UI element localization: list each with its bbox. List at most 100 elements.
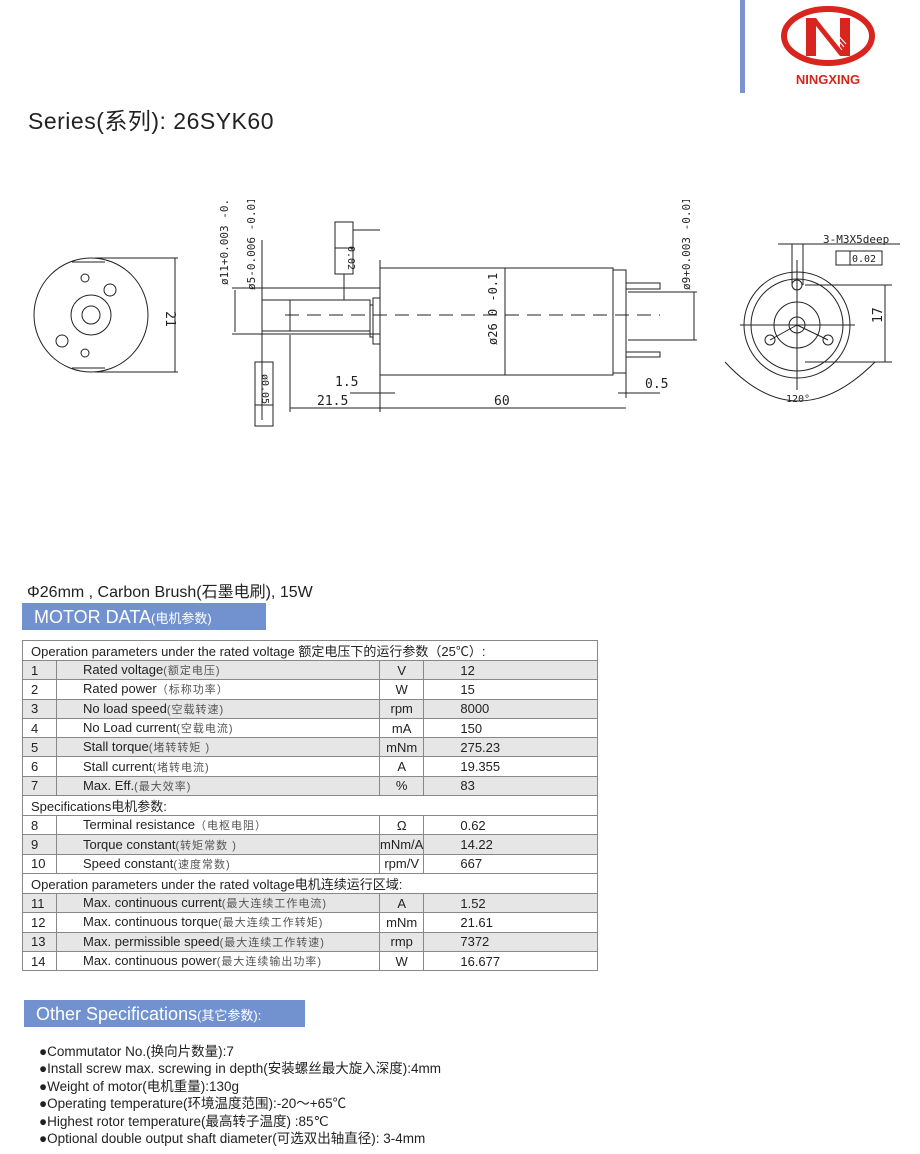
parameter-name-en: Speed constant [83,855,174,871]
parameter-name-cn: (堵转电流) [152,761,210,774]
section-header-text: Operation parameters under the rated vol… [22,640,598,661]
parameter-name: Max. continuous current(最大连续工作电流) [56,892,380,914]
front-view: 21 [33,257,178,373]
spec-item-text: Commutator No.(换向片数量):7 [47,1044,234,1059]
motor-subtitle: Φ26mm , Carbon Brush(石墨电刷), 15W [27,584,313,601]
parameter-name-cn: (最大连续工作转矩) [218,917,324,930]
table-row: 4 No Load current(空载电流) mA 150 [22,717,598,739]
parameter-unit: rpm [378,698,425,719]
parameter-value: 12 [423,659,598,681]
parameter-value: 83 [423,775,598,797]
parameter-value: 21.61 [423,912,598,933]
row-number: 8 [22,815,57,836]
parameter-name-en: Terminal resistance [83,817,195,833]
spec-item: ●Highest rotor temperature(最高转子温度) :85℃ [39,1113,441,1130]
svg-text:17: 17 [871,307,886,323]
parameter-name-en: Max. continuous current [83,895,222,911]
parameter-name-en: Rated power [83,681,157,697]
parameter-name: Stall torque(堵转转矩 ) [56,737,380,758]
svg-text:ø5-0.006 -0.012: ø5-0.006 -0.012 [245,200,258,290]
svg-text:0.5: 0.5 [645,377,668,392]
parameter-unit: mNm/A [378,834,425,855]
svg-text:21.5: 21.5 [317,394,348,409]
spec-item-text: Operating temperature(环境温度范围):-20～+65℃ [47,1096,347,1112]
row-number: 10 [22,853,57,874]
row-number: 9 [22,834,57,855]
table-row: 7 Max. Eff.(最大效率) % 83 [22,775,598,797]
parameter-value: 15 [423,679,598,700]
bullet-icon: ● [39,1131,48,1147]
svg-text:ø0.05: ø0.05 [259,374,270,404]
parameter-unit: mNm [378,912,425,933]
parameter-name: Terminal resistance（电枢电阻） [56,815,380,836]
other-specs-title-cn: (其它参数): [197,1008,262,1023]
parameter-value: 8000 [423,698,598,719]
svg-text:1.5: 1.5 [335,375,358,390]
parameter-name-en: No Load current [83,720,177,736]
svg-text:120°: 120° [786,394,810,405]
parameter-name-en: Max. continuous power [83,953,217,968]
ningxing-logo: NINGXING [781,6,875,87]
table-row: 9 Torque constant(转矩常数 ) mNm/A 14.22 [22,834,598,855]
table-row: 12 Max. continuous torque(最大连续工作转矩) mNm … [22,912,598,933]
motor-data-heading: MOTOR DATA(电机参数) [22,603,266,630]
row-number: 4 [22,717,57,739]
section-header-text: Specifications电机参数: [22,795,598,817]
bullet-icon: ● [39,1096,48,1112]
parameter-name-en: Stall torque [83,739,149,755]
table-row: 1 Rated voltage(额定电压) V 12 [22,659,598,681]
spec-item-text: Highest rotor temperature(最高转子温度) :85℃ [47,1113,329,1129]
bullet-icon: ● [39,1113,48,1129]
bullet-icon: ● [39,1061,48,1077]
parameter-value: 14.22 [423,834,598,855]
svg-text:21: 21 [162,311,177,327]
row-number: 11 [22,892,57,914]
table-row: 14 Max. continuous power(最大连续输出功率) W 16.… [22,950,598,972]
section-header-text: Operation parameters under the rated vol… [22,872,598,894]
parameter-value: 16.677 [423,950,598,972]
motor-data-title-cn: (电机参数) [151,611,212,626]
parameter-name: Torque constant(转矩常数 ) [56,834,380,855]
parameter-unit: A [378,756,425,777]
spec-item-text: Optional double output shaft diameter(可选… [47,1131,426,1147]
parameter-name-cn: （电枢电阻） [195,820,267,833]
row-number: 2 [22,679,57,700]
row-number: 5 [22,737,57,758]
bullet-icon: ● [39,1044,48,1059]
row-number: 14 [22,950,57,972]
parameter-name-cn: (空载转速) [166,703,225,716]
parameter-unit: W [378,679,425,700]
svg-text:ø9+0.003 -0.010: ø9+0.003 -0.010 [680,200,693,290]
bullet-icon: ● [39,1078,48,1094]
other-specs-title: Other Specifications [36,1004,198,1024]
parameter-name-cn: （标称功率） [156,684,229,697]
parameter-name: No load speed(空载转速) [56,698,380,719]
parameter-unit: rpm/V [378,853,425,874]
parameter-value: 19.355 [423,756,598,777]
spec-item-text: Install screw max. screwing in depth(安装螺… [47,1061,441,1077]
header-accent-bar [740,0,745,93]
table-section-header: Operation parameters under the rated vol… [22,640,598,661]
parameter-value: 667 [423,853,598,874]
svg-text:ø26 0 -0.1: ø26 0 -0.1 [486,273,500,345]
row-number: 7 [22,775,57,797]
table-row: 11 Max. continuous current(最大连续工作电流) A 1… [22,892,598,914]
side-view: ø11+0.003 -0.010 ø5-0.006 -0.012 0.02 ø0… [218,200,697,427]
table-row: 13 Max. permissible speed(最大连续工作转速) rmp … [22,931,598,952]
svg-text:60: 60 [494,394,510,409]
table-row: 5 Stall torque(堵转转矩 ) mNm 275.23 [22,737,598,758]
parameter-value: 1.52 [423,892,598,914]
row-number: 6 [22,756,57,777]
spec-item: ●Optional double output shaft diameter(可… [39,1130,441,1147]
parameter-value: 7372 [423,931,598,952]
parameter-name-cn: (堵转转矩 ) [148,742,211,755]
other-specs-list: ●Commutator No.(换向片数量):7●Install screw m… [39,1043,441,1147]
parameter-unit: V [378,659,425,681]
row-number: 3 [22,698,57,719]
spec-item: ●Weight of motor(电机重量):130g [39,1078,441,1095]
spec-item: ●Install screw max. screwing in depth(安装… [39,1060,441,1077]
row-number: 1 [22,659,57,681]
parameter-name-en: Max. continuous torque [83,914,219,930]
parameter-name-cn: (最大连续工作电流) [221,898,328,911]
